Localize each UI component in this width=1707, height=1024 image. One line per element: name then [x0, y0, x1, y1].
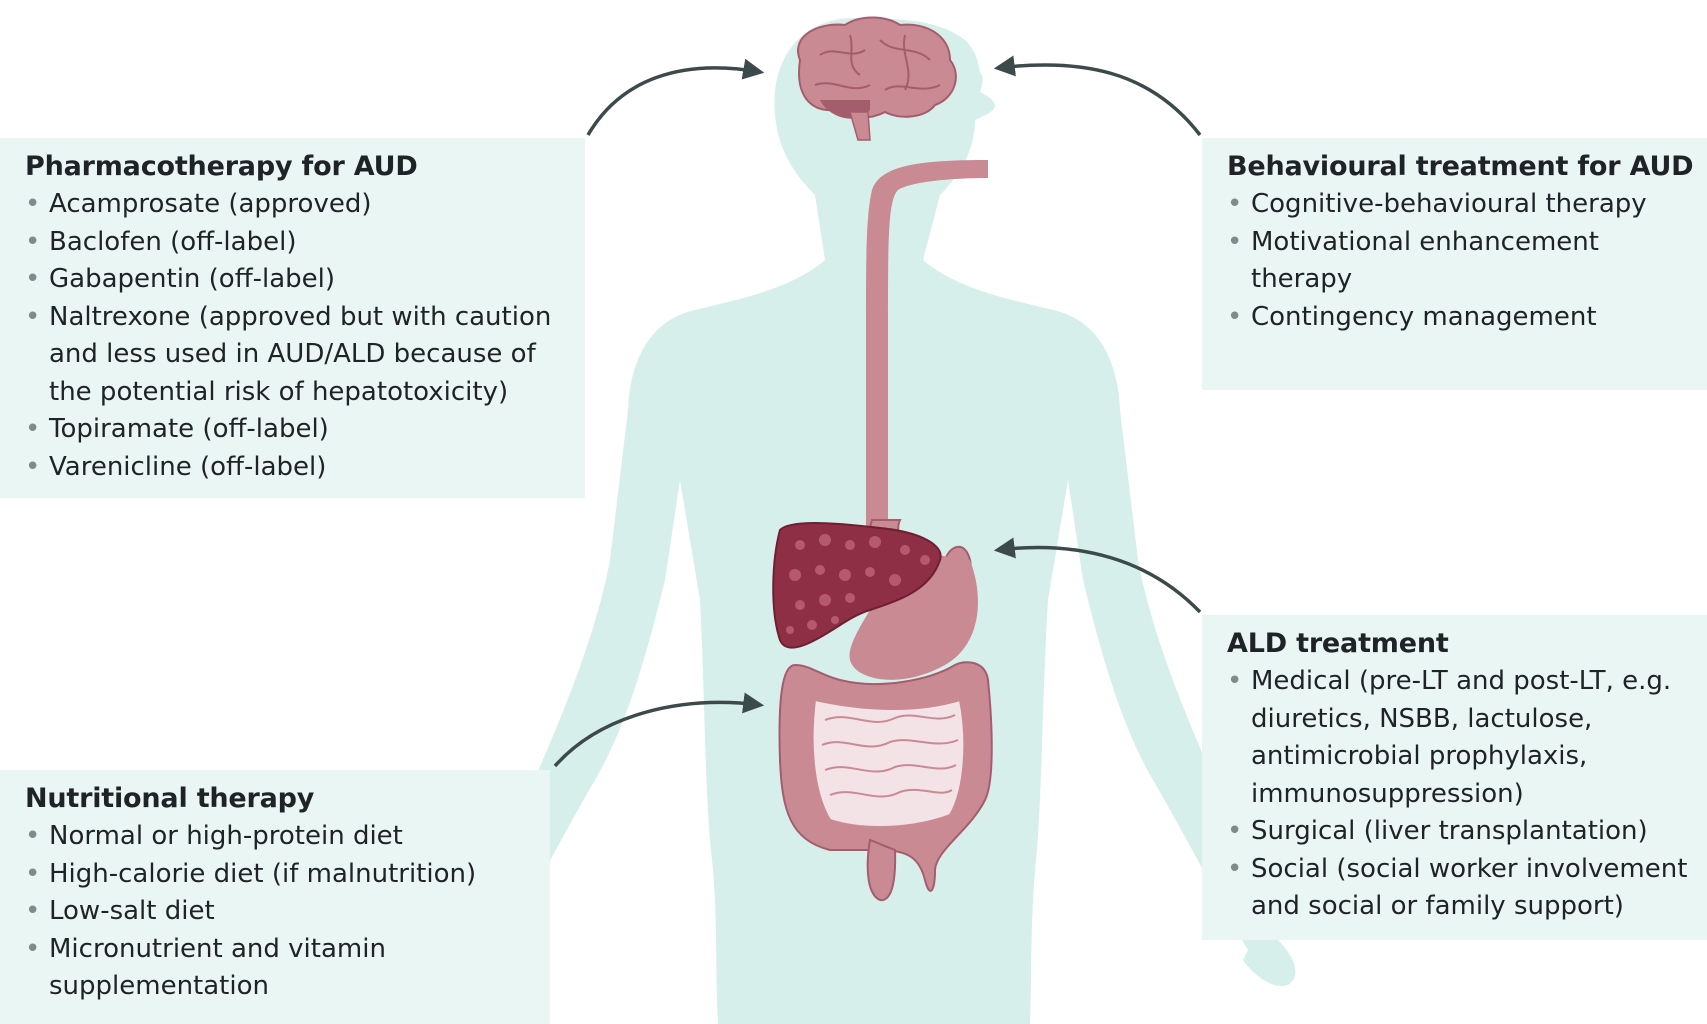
behavioural-title: Behavioural treatment for AUD [1227, 151, 1694, 182]
list-item: Medical (pre-LT and post-LT, e.g. diuret… [1227, 663, 1701, 813]
list-item: Cognitive-behavioural therapy [1227, 186, 1699, 224]
behavioural-box: Behavioural treatment for AUD Cognitive-… [1202, 138, 1707, 390]
arrow-to-brain-left [586, 58, 765, 136]
pharmacotherapy-title: Pharmacotherapy for AUD [25, 151, 418, 182]
liver [772, 522, 942, 649]
arrow-to-intestine [553, 692, 765, 768]
ald-title: ALD treatment [1227, 628, 1449, 659]
list-item: Acamprosate (approved) [25, 186, 573, 224]
behavioural-list: Cognitive-behavioural therapy Motivation… [1227, 186, 1699, 336]
list-item: Baclofen (off-label) [25, 224, 573, 262]
list-item: Normal or high-protein diet [25, 818, 540, 856]
list-item: High-calorie diet (if malnutrition) [25, 856, 540, 894]
esophagus [866, 160, 988, 530]
list-item: Gabapentin (off-label) [25, 261, 573, 299]
list-item: Surgical (liver transplantation) [1227, 813, 1701, 851]
list-item: Motivational enhancement therapy [1227, 224, 1699, 299]
list-item: Naltrexone (approved but with caution an… [25, 299, 573, 412]
nutritional-title: Nutritional therapy [25, 783, 315, 814]
rectum [866, 838, 897, 902]
nutritional-box: Nutritional therapy Normal or high-prote… [0, 770, 550, 1024]
list-item: Topiramate (off-label) [25, 411, 573, 449]
list-item: Varenicline (off-label) [25, 449, 573, 487]
arrow-to-liver [993, 537, 1202, 614]
list-item: Contingency management [1227, 299, 1699, 337]
pharmacotherapy-list: Acamprosate (approved) Baclofen (off-lab… [25, 186, 573, 486]
stomach-lower [849, 550, 978, 680]
list-item: Low-salt diet [25, 893, 540, 931]
pharmacotherapy-box: Pharmacotherapy for AUD Acamprosate (app… [0, 138, 585, 498]
small-intestine [811, 698, 966, 828]
nutritional-list: Normal or high-protein diet High-calorie… [25, 818, 540, 1006]
arrow-to-brain-right [993, 55, 1202, 137]
brain [797, 16, 957, 141]
ald-treatment-box: ALD treatment Medical (pre-LT and post-L… [1202, 615, 1707, 940]
list-item: Social (social worker involvement and so… [1227, 851, 1701, 926]
ald-list: Medical (pre-LT and post-LT, e.g. diuret… [1227, 663, 1701, 926]
list-item: Micronutrient and vitamin supplementatio… [25, 931, 540, 1006]
